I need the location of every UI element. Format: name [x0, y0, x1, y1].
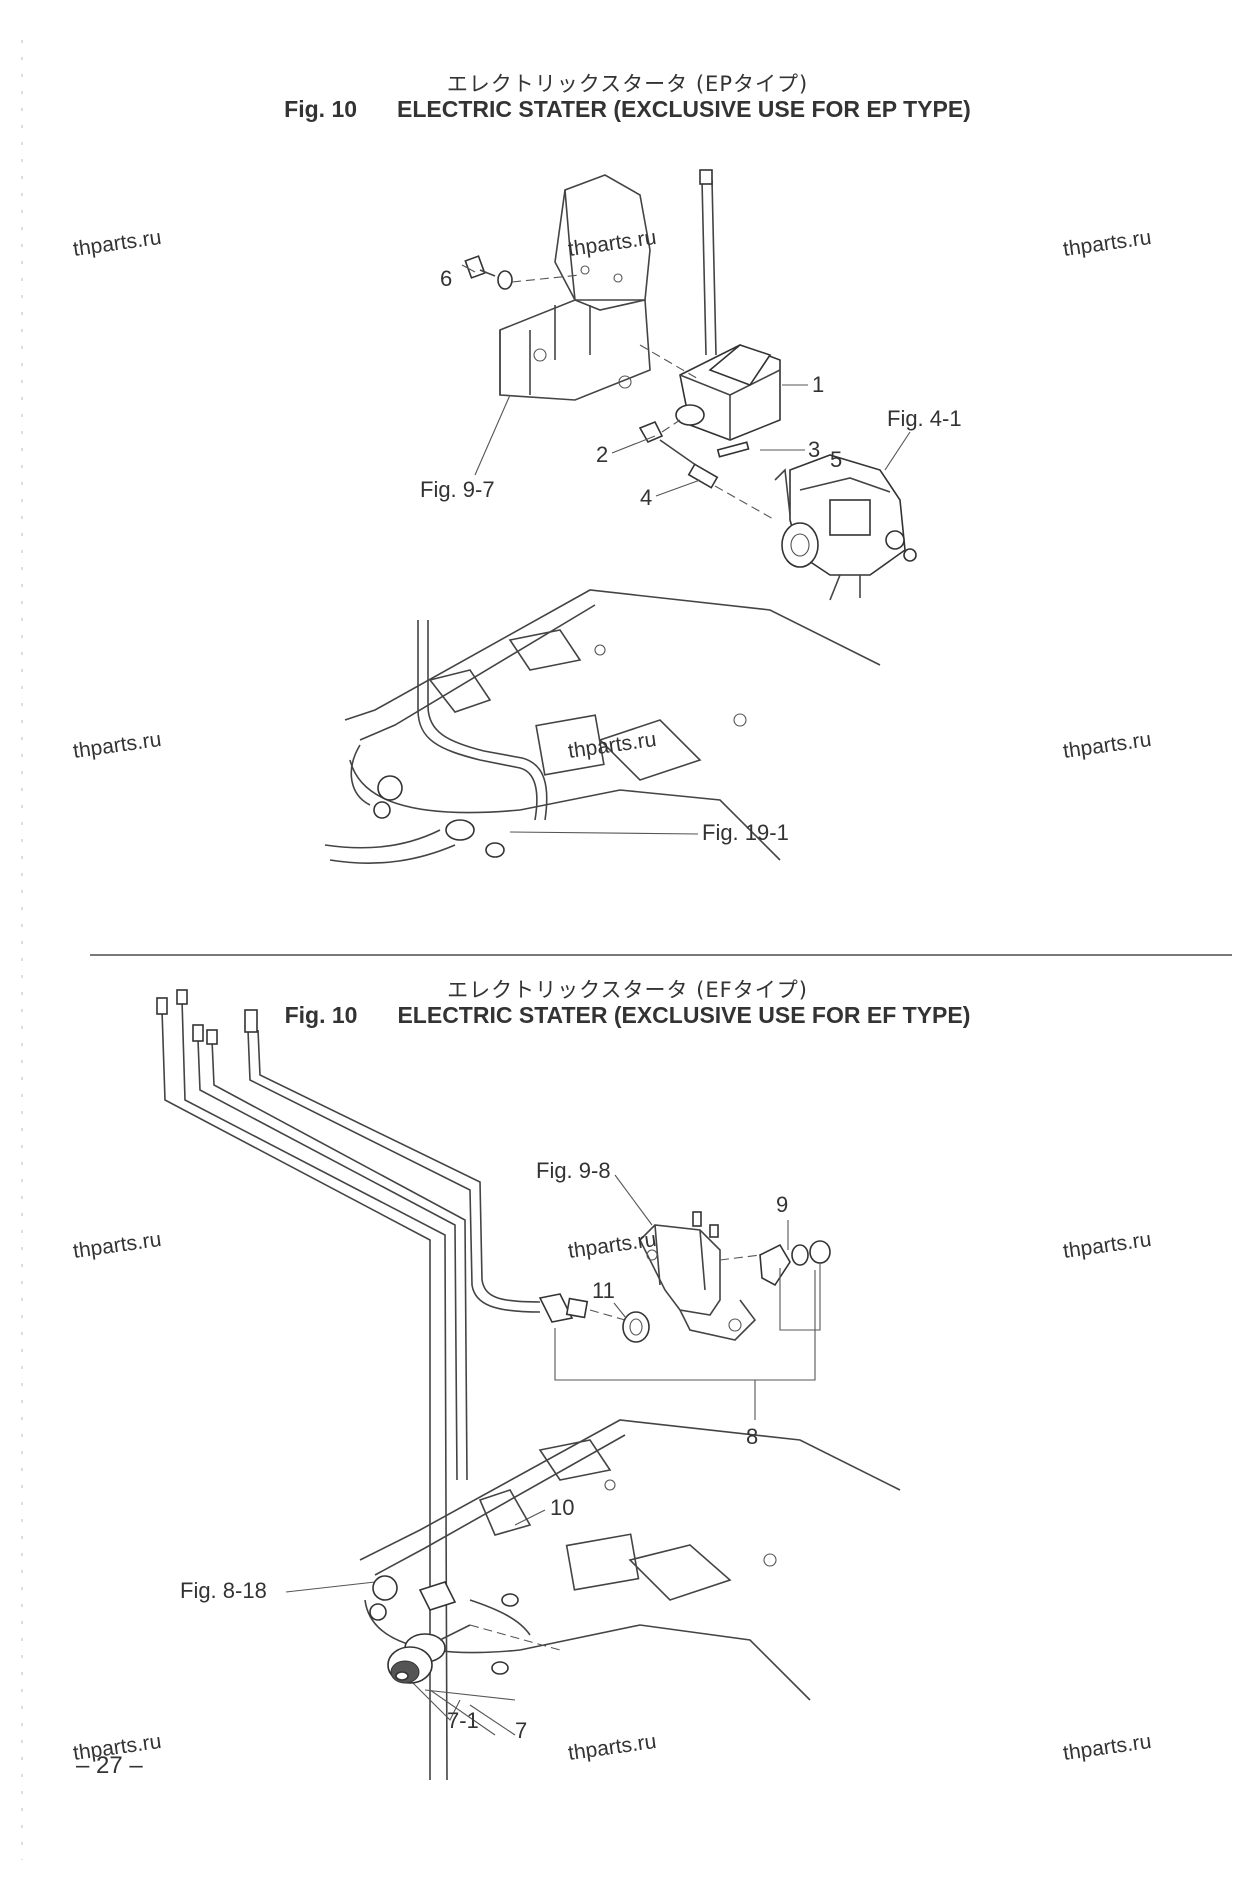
label-fig-4-1: Fig. 4-1 [887, 406, 962, 431]
label-fig-9-7: Fig. 9-7 [420, 477, 495, 502]
label-part-8: 8 [746, 1424, 759, 1449]
bolt-part6 [464, 255, 581, 290]
top-fig-label: Fig. 10 [284, 96, 358, 122]
solenoid-part1 [639, 169, 781, 441]
cable-harness [156, 989, 650, 1781]
top-title-japanese: エレクトリックスタータ (EPタイプ) [446, 72, 809, 96]
top-title-text: ELECTRIC STATER (EXCLUSIVE USE FOR EP TY… [397, 96, 971, 122]
label-fig-19-1: Fig. 19-1 [702, 820, 789, 845]
label-part-6: 6 [440, 266, 453, 291]
bracket-fig9-7 [499, 174, 651, 401]
engine-cover-bottom [359, 1419, 901, 1701]
label-part-10: 10 [550, 1495, 575, 1520]
top-title-english: Fig. 10 ELECTRIC STATER (EXCLUSIVE USE FO… [0, 96, 1255, 123]
bottom-fig-label: Fig. 10 [284, 1002, 358, 1028]
label-part-7-1: 7-1 [447, 1708, 479, 1733]
engine-cover-top [324, 589, 881, 864]
bottom-title-english: Fig. 10 ELECTRIC STATER (EXCLUSIVE USE FO… [0, 1002, 1255, 1029]
bracket-fig9-8 [639, 1211, 831, 1341]
label-part-2: 2 [596, 442, 609, 467]
label-part-4: 4 [640, 485, 653, 510]
bottom-title-japanese: エレクトリックスタータ (EFタイプ) [447, 978, 808, 1002]
label-part-3: 3 [808, 437, 821, 462]
leader-lines-top [461, 264, 911, 497]
carburetor-fig4-1 [774, 454, 917, 601]
label-fig-9-8: Fig. 9-8 [536, 1158, 611, 1183]
label-part-5: 5 [830, 447, 843, 472]
label-part-9: 9 [776, 1192, 789, 1217]
label-fig-8-18: Fig. 8-18 [180, 1578, 267, 1603]
page-number: – 27 – [76, 1752, 143, 1779]
label-part-1: 1 [812, 372, 825, 397]
label-part-7: 7 [515, 1718, 528, 1743]
bottom-title-text: ELECTRIC STATER (EXCLUSIVE USE FOR EF TY… [397, 1002, 971, 1028]
leader-lines-bottom [285, 1174, 821, 1736]
label-part-11: 11 [592, 1278, 615, 1303]
